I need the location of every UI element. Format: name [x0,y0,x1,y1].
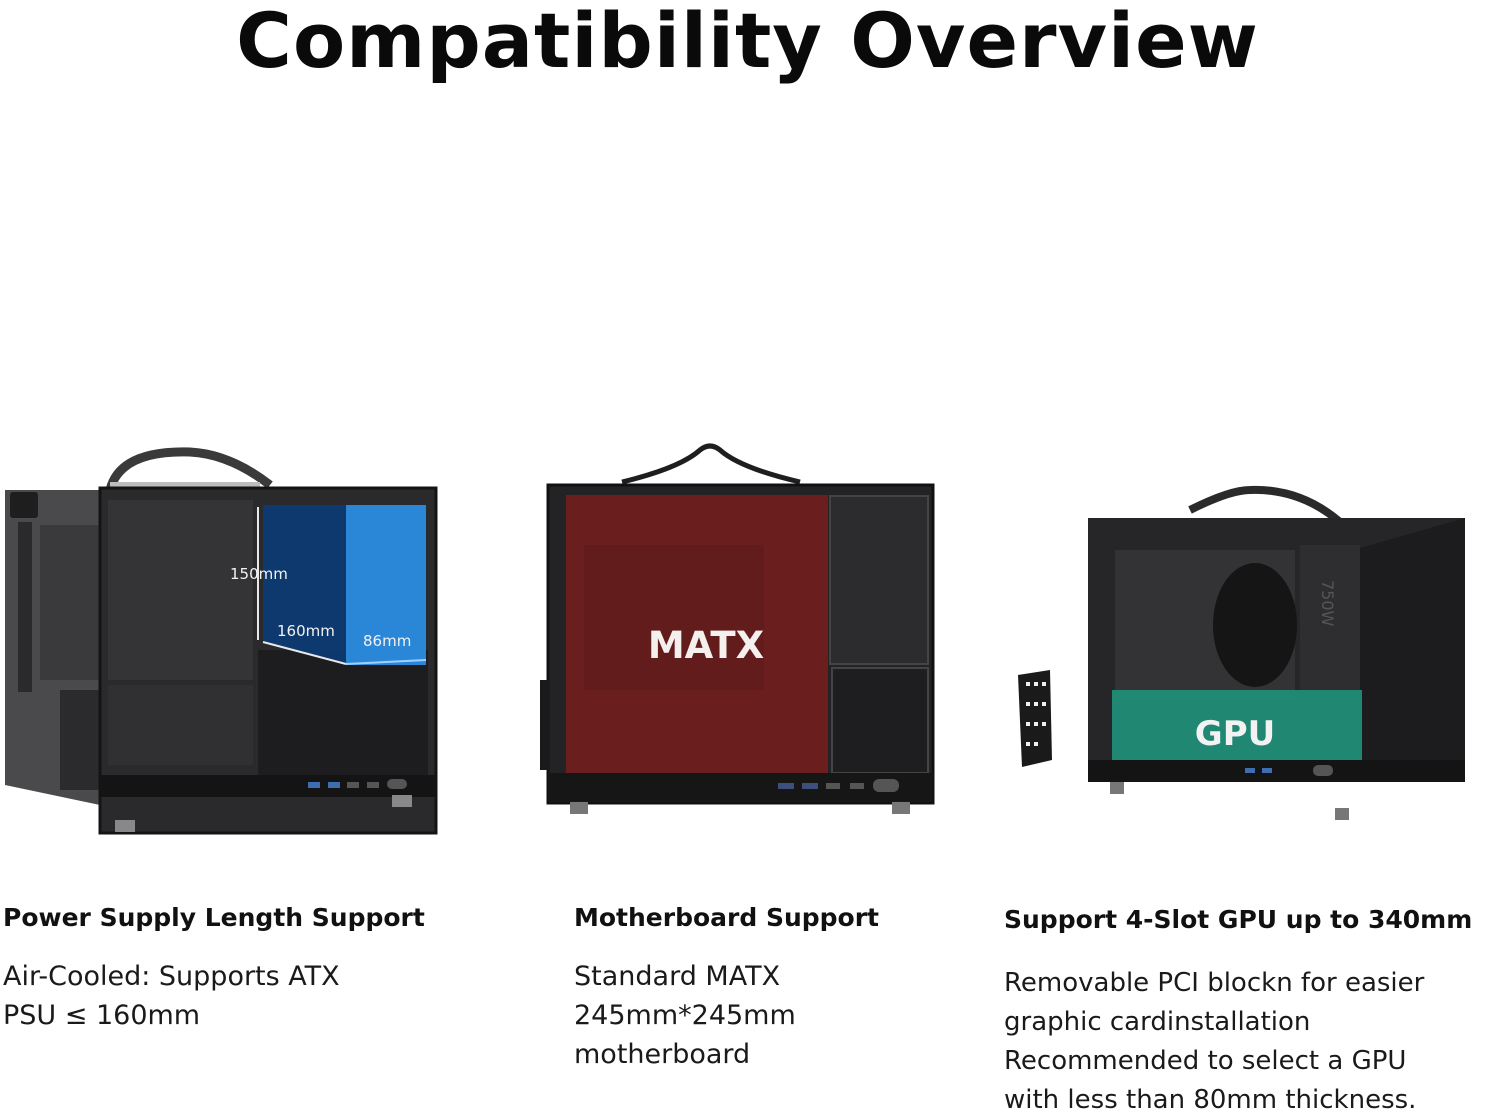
psu-heading: Power Supply Length Support [3,903,425,932]
psu-height-label: 150mm [230,565,288,583]
motherboard-heading: Motherboard Support [574,903,880,932]
motherboard-case-image: MATX [540,443,935,814]
gpu-heading: Support 4-Slot GPU up to 340mm [1004,905,1473,934]
case-handle-icon [621,443,801,485]
page-title: Compatibility Overview [236,0,1259,85]
motherboard-panel: MATX [530,440,950,840]
gpu-panel: 750W GPU [1000,470,1495,840]
motherboard-description: Standard MATX 245mm*245mm motherboard [574,961,796,1070]
gpu-description: Removable PCI blockn for easier graphic … [1004,968,1425,1115]
psu-width-label: 86mm [363,632,411,650]
psu-length-label: 160mm [277,622,335,640]
psu-rating-label: 750W [1318,580,1337,627]
matx-overlay-label: MATX [648,624,764,667]
case-handle-icon [1188,485,1343,526]
gpu-overlay-label: GPU [1195,714,1275,754]
psu-case-image: 150mm 160mm 86mm [5,447,438,835]
psu-panel: 150mm 160mm 86mm [0,440,450,840]
case-handle-icon [105,447,273,492]
gpu-case-image: 750W GPU [1018,485,1465,820]
psu-description: Air-Cooled: Supports ATX PSU ≤ 160mm [3,961,340,1031]
